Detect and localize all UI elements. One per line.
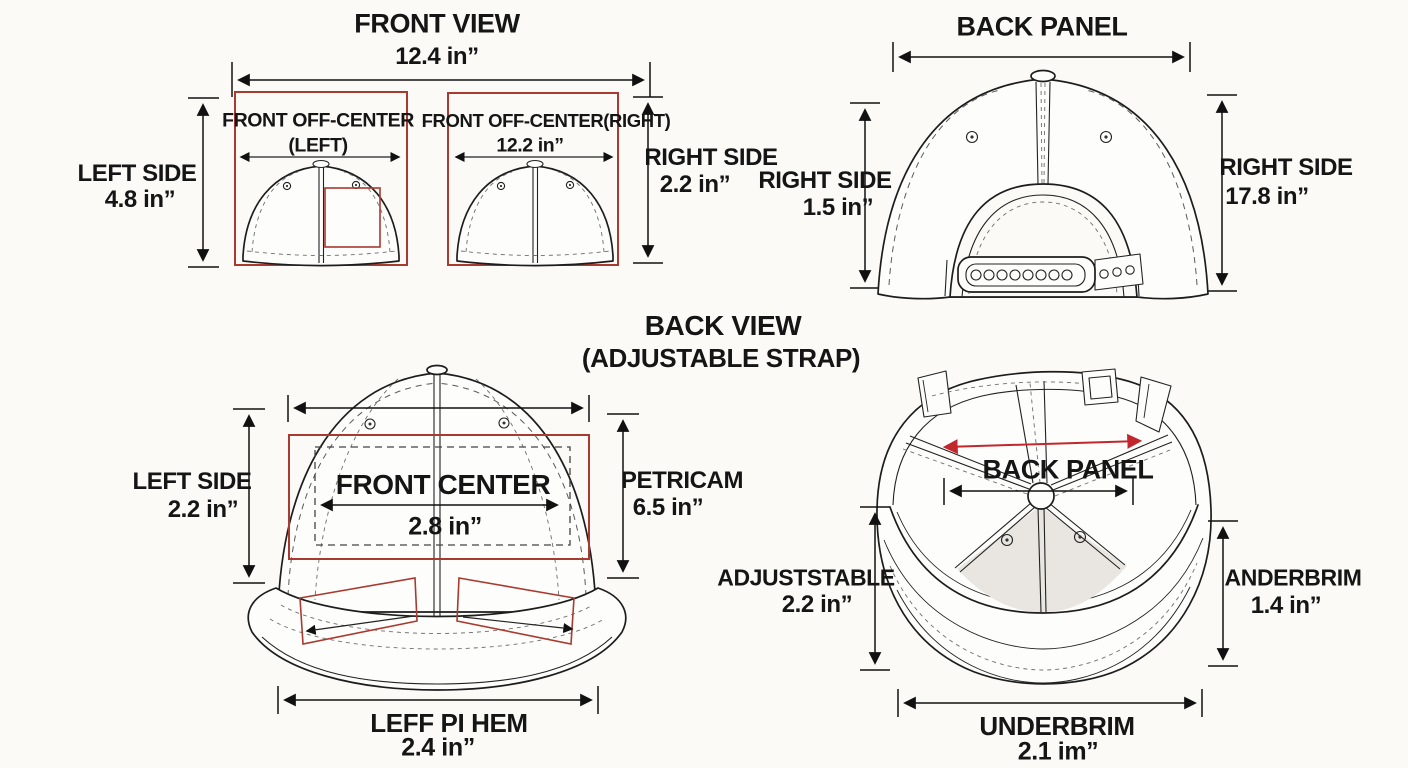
cap-button xyxy=(526,159,544,169)
front-view-width-value: 12.4 in” xyxy=(395,43,479,70)
back-view-title: BACK VIEW xyxy=(644,310,802,341)
underbrim-right-value: 1.4 in” xyxy=(1250,592,1322,619)
cap-brim xyxy=(247,577,627,691)
underbrim-bottom-label: UNDERBRIM xyxy=(979,711,1135,741)
front-center-patch-area xyxy=(288,434,590,560)
underbrim-bottom-value: 2.1 im” xyxy=(1017,737,1099,766)
back-left-label: RIGHT SIDE xyxy=(758,167,892,194)
cap-front-left xyxy=(242,159,400,267)
front-left-value: 2.2 in” xyxy=(167,496,239,523)
front-right-value: 6.5 in” xyxy=(632,494,704,521)
left-side-label: LEFT SIDE xyxy=(77,160,197,187)
back-right-label: RIGHT SIDE xyxy=(1219,154,1353,181)
underbrim-back-panel-label: BACK PANEL xyxy=(982,454,1154,485)
front-off-center-right-label-1: FRONT OFF-CENTER(RIGHT) xyxy=(421,109,671,131)
back-panel-title: BACK PANEL xyxy=(956,11,1128,42)
sweatband-edge xyxy=(889,504,1199,614)
front-view-drawing xyxy=(188,62,663,268)
back-panel-red-arrow xyxy=(942,433,1143,455)
underbrim-left-value: 2.2 in” xyxy=(781,591,853,618)
back-right-value: 17.8 in” xyxy=(1225,183,1309,210)
crown-button-inside xyxy=(1027,482,1055,510)
front-left-label: LEFT SIDE xyxy=(132,468,252,495)
cap-front-right xyxy=(456,159,614,267)
hem-label: LEFF PI HEM xyxy=(370,708,528,738)
snapback-strap xyxy=(957,256,1096,293)
front-center-label: FRONT CENTER xyxy=(335,469,551,500)
front-center-value: 2.8 in” xyxy=(408,512,482,541)
front-right-label: PETRICAM xyxy=(620,467,744,494)
front-view-title: FRONT VIEW xyxy=(354,8,520,39)
brim-patch-right xyxy=(456,577,575,645)
underbrim-left-label: ADJUSTSTABLE xyxy=(717,564,895,591)
strap-end xyxy=(1094,253,1144,291)
right-side-value: 2.2 in” xyxy=(659,171,731,198)
front-off-center-left-label-1: FRONT OFF-CENTER xyxy=(222,109,414,132)
cap-button xyxy=(1030,69,1056,83)
cap-button xyxy=(312,159,330,169)
brim-patch-left xyxy=(299,577,418,645)
hem-value: 2.4 in” xyxy=(401,733,475,762)
underbrim-drawing xyxy=(860,368,1238,717)
strap-tab-left xyxy=(917,370,952,418)
off-center-patch-area xyxy=(324,187,381,248)
cap-button xyxy=(426,364,448,376)
front-center-drawing xyxy=(233,364,639,714)
right-side-label: RIGHT SIDE xyxy=(644,144,778,171)
back-view-subtitle: (ADJUSTABLE STRAP) xyxy=(581,343,861,373)
strap-buckle xyxy=(1081,368,1119,406)
back-left-value: 1.5 in” xyxy=(802,194,874,221)
left-side-value: 4.8 in” xyxy=(104,186,176,213)
cap-back xyxy=(877,69,1209,300)
underbrim-right-label: ANDERBRIM xyxy=(1224,564,1362,591)
front-off-center-right-label-2: 12.2 in” xyxy=(496,134,564,157)
front-off-center-left-label-2: (LEFT) xyxy=(288,134,348,157)
back-panel-drawing xyxy=(850,42,1237,300)
strap-tab-right xyxy=(1135,376,1172,433)
